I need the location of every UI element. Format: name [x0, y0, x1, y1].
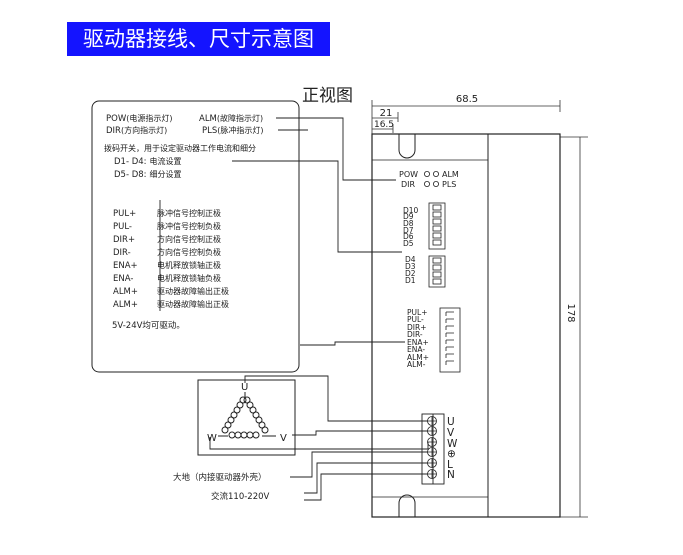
legend-signal-desc: 方向信号控制正极 [157, 234, 221, 244]
driver-housing [371, 133, 561, 518]
dip-label: D2 [405, 269, 416, 278]
panel-signal-label: ENA+ [407, 338, 429, 347]
dip-label: D9 [403, 212, 414, 221]
legend-signal-desc: 脉冲信号控制负极 [157, 221, 221, 231]
legend-indicator: DIR(方向指示灯) [106, 125, 167, 136]
page-title: 驱动器接线、尺寸示意图 [67, 22, 330, 56]
legend-signal-code: DIR+ [113, 235, 135, 245]
panel-signal-label: ALM- [407, 360, 426, 369]
panel-signal-label: PUL- [407, 315, 424, 324]
dimension-lines [371, 100, 588, 518]
dip-label: D3 [405, 262, 416, 271]
panel-led-pls-label: PLS [442, 180, 456, 189]
legend-signal-desc: 电机释放锁轴正极 [157, 260, 221, 270]
panel-signal-label: PUL+ [407, 308, 427, 317]
led-pls-icon [432, 180, 439, 187]
dip-labels-bottom: D4 D3 D2 D1 [405, 255, 416, 285]
legend-signal-code: ALM+ [113, 300, 138, 310]
legend-dip-note: 拨码开关，用于设定驱动器工作电流和细分 [104, 143, 256, 153]
motor-terminal-w: W [207, 433, 217, 444]
legend-voltage-note: 5V-24V均可驱动。 [112, 320, 185, 331]
legend-indicator: ALM(故障指示灯) [199, 113, 263, 124]
leader-lines [159, 117, 405, 346]
panel-led-dir-label: DIR [401, 180, 416, 189]
motor-terminal-u: U [241, 382, 248, 393]
legend-indicators: POW(电源指示灯) ALM(故障指示灯) DIR(方向指示灯) PLS(脉冲指… [106, 113, 264, 136]
led-alm-icon [432, 170, 439, 177]
led-pow-icon [423, 170, 430, 177]
legend-box [91, 100, 300, 373]
legend-signal-desc: 脉冲信号控制正极 [157, 208, 221, 218]
terminal-label-n: N [447, 469, 455, 481]
panel-signal-label: ENA- [407, 345, 425, 354]
ac-input-label: 交流110-220V [211, 491, 270, 502]
dim-width-total: 68.5 [456, 94, 478, 105]
legend-signal-code: ENA- [113, 274, 133, 284]
dip-switch-top [428, 202, 446, 250]
dip-label: D4 [405, 255, 416, 264]
panel-signal-labels: PUL+ PUL- DIR+ DIR- ENA+ ENA- ALM+ ALM- [407, 308, 429, 369]
panel-led-alm-label: ALM [442, 170, 459, 179]
legend-signal-code: ALM+ [113, 287, 138, 297]
dip-label: D6 [403, 232, 414, 241]
view-title: 正视图 [302, 86, 353, 106]
legend-signal-code: PUL- [113, 222, 132, 232]
legend-signal-desc: 驱动器故障输出正极 [157, 299, 229, 309]
dip-label: D10 [403, 206, 419, 215]
led-dir-icon [423, 180, 430, 187]
motor-wires [209, 375, 429, 450]
legend-signal-code: PUL+ [113, 209, 136, 219]
motor-box [197, 379, 296, 456]
legend-indicator: PLS(脉冲指示灯) [202, 125, 264, 136]
panel-signal-label: ALM+ [407, 353, 429, 362]
terminal-label-u: U [447, 416, 455, 428]
power-wires [290, 451, 428, 501]
panel-signal-label: DIR+ [407, 323, 426, 332]
motor-winding-icon [218, 392, 276, 439]
dim-21: 21 [380, 108, 393, 119]
dip-label: D5 [403, 239, 414, 248]
motor-terminal-v: V [280, 433, 287, 444]
legend-signal-code: ENA+ [113, 261, 138, 271]
terminal-label-l: L [447, 459, 453, 471]
legend-signal-desc: 驱动器故障输出正极 [157, 286, 229, 296]
panel-led-pow-label: POW [399, 170, 418, 179]
dip-labels-top: D10 D9 D8 D7 D6 D5 [403, 206, 419, 248]
dip-switch-bottom [428, 255, 446, 288]
legend-dip-row: D1- D4:电流设置 [114, 156, 182, 167]
legend-signal-desc: 方向信号控制负极 [157, 247, 221, 257]
terminal-label-v: V [447, 427, 455, 439]
legend-signal-code: DIR- [113, 248, 131, 258]
legend-dip-row: D5- D8:细分设置 [114, 169, 182, 180]
signal-connector [439, 307, 461, 373]
panel-signal-label: DIR- [407, 330, 423, 339]
legend-signals: PUL+ 脉冲信号控制正极 PUL- 脉冲信号控制负极 DIR+ 方向信号控制正… [113, 208, 229, 310]
legend-indicator: POW(电源指示灯) [106, 113, 172, 124]
terminal-label-ground: ⊕ [447, 448, 456, 460]
dim-height: 178 [565, 303, 576, 322]
ground-label: 大地（内接驱动器外壳） [173, 472, 267, 483]
dip-label: D8 [403, 219, 414, 228]
terminal-screws [427, 416, 437, 479]
dip-label: D7 [403, 226, 414, 235]
terminal-labels: U V W ⊕ L N [447, 416, 458, 481]
dim-16-5: 16.5 [374, 120, 394, 130]
dip-label: D1 [405, 276, 416, 285]
legend-signal-desc: 电机释放锁轴负极 [157, 273, 221, 283]
terminal-label-w: W [447, 438, 458, 450]
